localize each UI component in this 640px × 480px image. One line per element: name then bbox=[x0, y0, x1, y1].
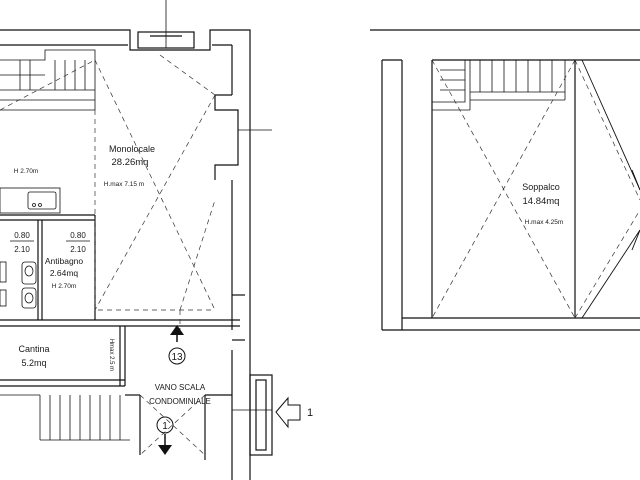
upper-stair-number: 13 bbox=[171, 352, 183, 363]
soppalco-area: 14.84mq bbox=[523, 196, 560, 207]
antibagno-door-width: 0.80 bbox=[70, 231, 86, 240]
entrance-number: 1 bbox=[307, 407, 313, 419]
monolocale-diagonals bbox=[0, 54, 216, 456]
upper-stair-marker: 13 bbox=[168, 325, 186, 365]
cantina-name: Cantina bbox=[18, 344, 49, 354]
kitchen-height: H 2.70m bbox=[14, 168, 39, 175]
lower-stair-marker: 1 bbox=[156, 416, 174, 455]
cantina-area: 5.2mq bbox=[21, 358, 46, 368]
lower-stair-number: 1 bbox=[162, 421, 168, 432]
antibagno-area: 2.64mq bbox=[50, 268, 79, 278]
soppalco-stair bbox=[432, 60, 566, 111]
upper-stair bbox=[0, 49, 96, 111]
monolocale-name: Monolocale bbox=[109, 144, 155, 154]
bathroom-fixtures bbox=[0, 261, 37, 309]
monolocale-area: 28.26mq bbox=[112, 157, 149, 168]
kitchen-counter bbox=[0, 187, 61, 214]
soppalco-name: Soppalco bbox=[522, 182, 560, 192]
left-plan-walls bbox=[0, 0, 273, 480]
antibagno-name: Antibagno bbox=[45, 256, 84, 266]
bagno-door-height: 2.10 bbox=[14, 245, 30, 254]
soppalco-slope-lines bbox=[581, 59, 640, 319]
cantina-hmax: Hmax 2.5 m bbox=[108, 339, 114, 371]
lower-stair bbox=[0, 394, 130, 441]
bagno-door-width: 0.80 bbox=[14, 231, 30, 240]
entrance-arrow: 1 bbox=[275, 396, 313, 429]
antibagno-height: H 2.70m bbox=[52, 283, 77, 290]
stair-label-line1: VANO SCALA bbox=[155, 383, 206, 392]
monolocale-hmax: H.max 7.15 m bbox=[104, 181, 144, 188]
antibagno-door-height: 2.10 bbox=[70, 245, 86, 254]
soppalco-diagonals bbox=[431, 59, 640, 319]
soppalco-hmax: H.max 4.25m bbox=[525, 219, 564, 226]
right-plan-walls bbox=[370, 29, 640, 331]
stair-label-line2: CONDOMINIALE bbox=[149, 397, 211, 406]
